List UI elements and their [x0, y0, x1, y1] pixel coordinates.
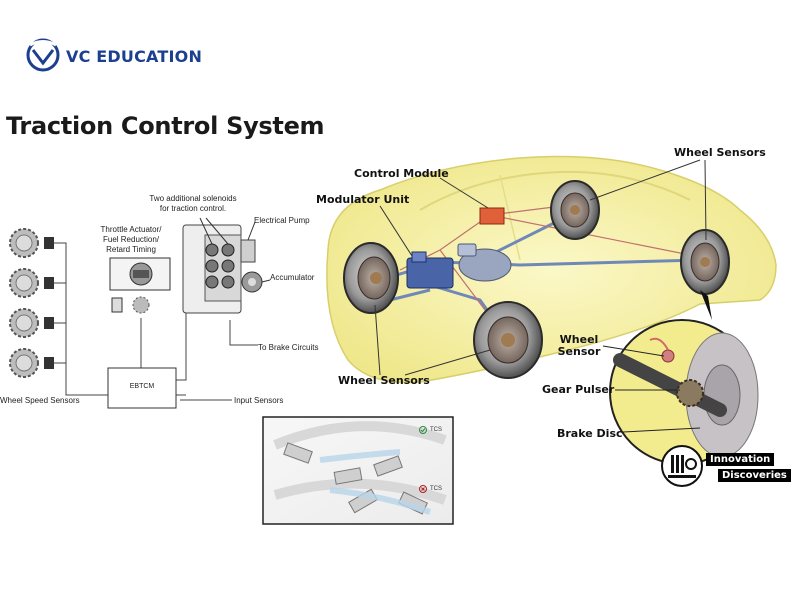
input-sensors-label: Input Sensors — [234, 396, 284, 405]
ebtcm-box — [107, 367, 177, 409]
throttle-line1: Throttle Actuator/ — [100, 225, 162, 234]
wheel-sensor-label: Wheel Sensor — [554, 334, 604, 358]
modulator-unit — [406, 243, 512, 289]
wheel-sensor-detail-circle — [609, 319, 759, 465]
tcs-on-label: TCS — [430, 427, 442, 433]
electrical-pump-label: Electrical Pump — [254, 216, 310, 225]
page-title: Traction Control System — [6, 112, 325, 140]
wheel-sensors-bottom-label: Wheel Sensors — [338, 374, 430, 387]
wheel-front-right — [550, 180, 600, 240]
brand-name: VC EDUCATION — [66, 47, 203, 66]
wheel-speed-sensor-gears — [9, 228, 54, 378]
wheel-speed-sensors-label: Wheel Speed Sensors — [0, 396, 80, 405]
throttle-line2: Fuel Reduction/ — [102, 235, 160, 244]
tcs-comparison-inset — [262, 416, 454, 525]
watermark-line2: Discoveries — [718, 469, 791, 482]
wheel-rear-right — [680, 229, 730, 295]
control-module — [479, 207, 505, 225]
car-callout-lines — [374, 159, 707, 376]
wheel-sensor-line2: Sensor — [557, 345, 601, 358]
car-body — [326, 155, 777, 384]
watermark-line1: Innovation — [706, 453, 775, 466]
vc-logo-icon — [26, 38, 60, 72]
ebtcm-label: EBTCM — [129, 383, 155, 390]
detail-callout-lines — [602, 345, 701, 433]
solenoid-note-line2: for traction control. — [159, 204, 227, 213]
solenoid-note-line1: Two additional solenoids — [149, 194, 237, 203]
wheel-front-left — [343, 242, 399, 314]
brake-disc-label: Brake Disc — [557, 427, 623, 440]
solenoid-note: Two additional solenoids for traction co… — [138, 194, 248, 214]
throttle-actuator-box — [109, 257, 171, 314]
callout-arrows-left — [199, 217, 271, 283]
control-module-label: Control Module — [354, 167, 449, 180]
wheel-sensor-line1: Wheel — [559, 333, 599, 346]
gear-pulser-label: Gear Pulser — [542, 383, 615, 396]
to-brake-circuits-label: To Brake Circuits — [258, 343, 319, 352]
modulator-unit-label: Modulator Unit — [316, 193, 410, 206]
wheel-sensors-top-label: Wheel Sensors — [674, 146, 766, 159]
innovation-discoveries-logo-icon — [661, 445, 703, 487]
zoom-pointer — [700, 290, 712, 320]
throttle-actuator-label: Throttle Actuator/ Fuel Reduction/ Retar… — [92, 225, 170, 255]
accumulator-label: Accumulator — [270, 273, 315, 282]
wheel-rear-left — [473, 301, 543, 379]
throttle-line3: Retard Timing — [106, 245, 156, 254]
tcs-off-label: TCS — [430, 486, 442, 492]
solenoid-modulator-block — [182, 224, 263, 314]
